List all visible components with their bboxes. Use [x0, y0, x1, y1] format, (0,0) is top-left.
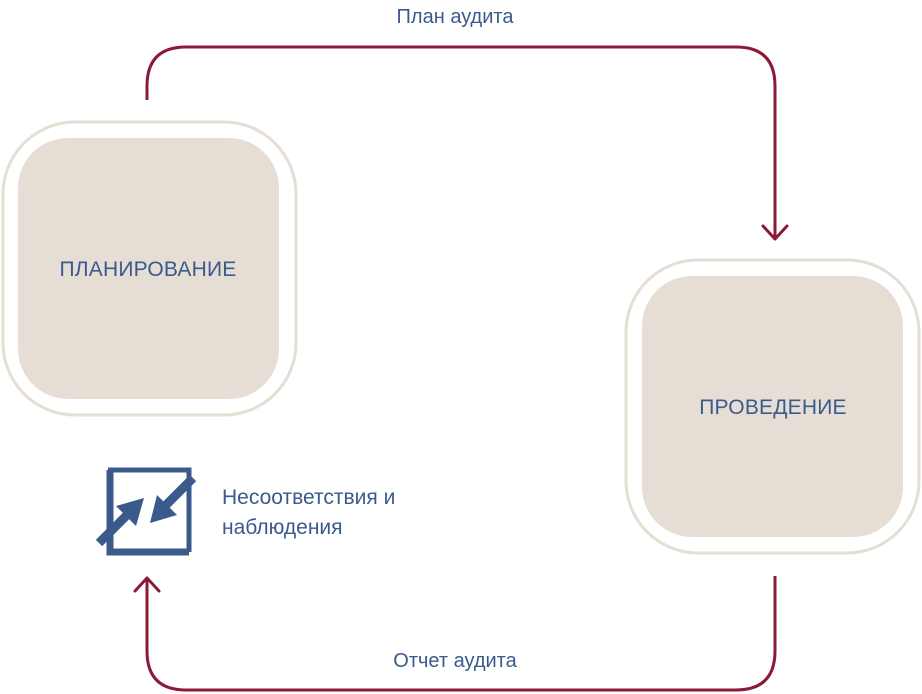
- audit-plan-edge: План аудита: [145, 6, 789, 241]
- legend-text-line-1: Несоответствия и: [222, 486, 395, 509]
- conducting-node: ПРОВЕДЕНИЕ: [624, 258, 921, 555]
- audit-report-arrow-line: [145, 576, 777, 692]
- conducting-node-body: [642, 276, 903, 537]
- planning-node-label: ПЛАНИРОВАНИЕ: [59, 258, 236, 281]
- audit-report-arrowhead: [133, 576, 161, 593]
- audit-plan-arrow-line: [145, 45, 777, 238]
- audit-report-edge: Отчет аудита: [133, 576, 777, 692]
- legend: Несоответствия и наблюдения: [95, 467, 395, 556]
- planning-node: ПЛАНИРОВАНИЕ: [1, 120, 298, 417]
- audit-plan-label: План аудита: [397, 6, 515, 28]
- conducting-node-label: ПРОВЕДЕНИЕ: [699, 396, 846, 419]
- arrows-converge-icon: [95, 467, 197, 556]
- planning-node-body: [18, 138, 279, 399]
- legend-text-line-2: наблюдения: [222, 516, 343, 539]
- audit-report-label: Отчет аудита: [393, 650, 517, 672]
- audit-plan-arrowhead: [761, 224, 789, 241]
